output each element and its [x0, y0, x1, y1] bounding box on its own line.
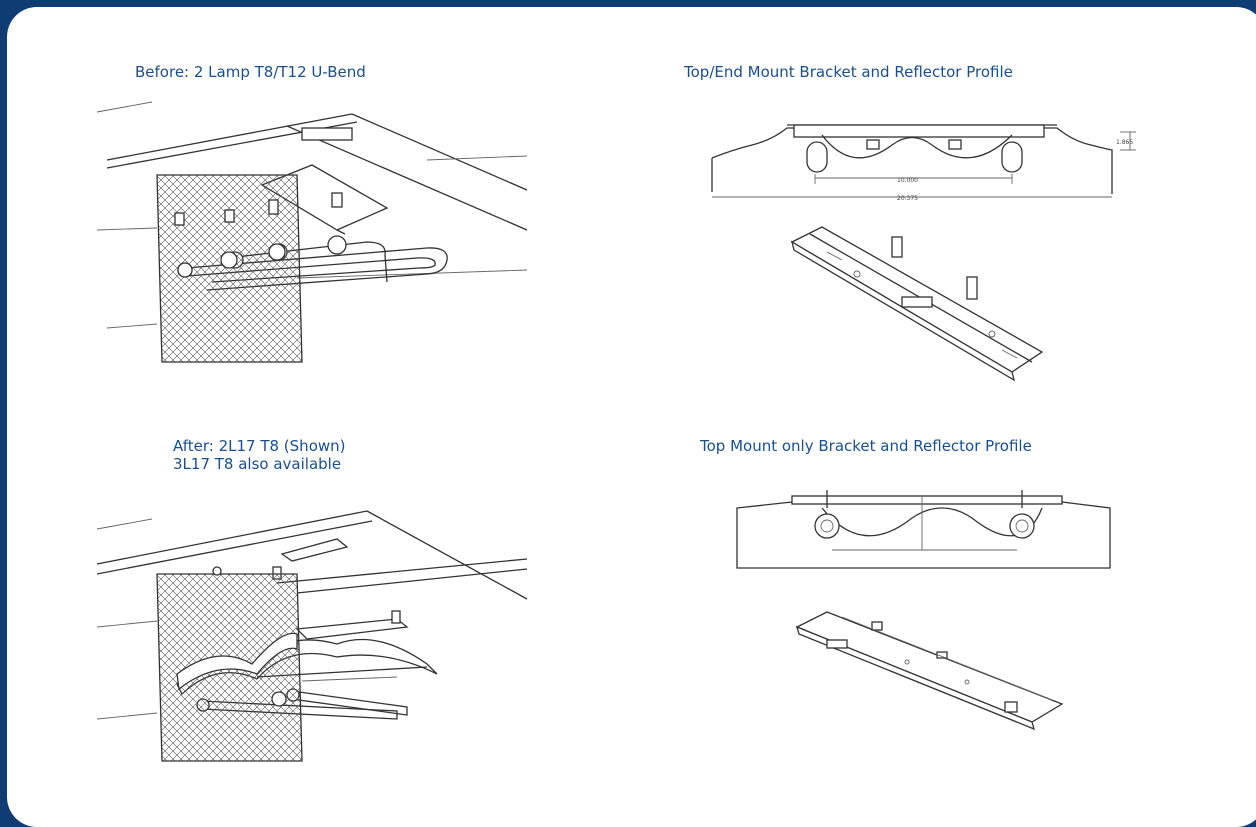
caption-before: Before: 2 Lamp T8/T12 U-Bend [135, 63, 366, 81]
caption-top-mount-only: Top Mount only Bracket and Reflector Pro… [700, 437, 1032, 455]
top-end-mount-bracket [790, 226, 1044, 382]
lamp-spacing-dim: 10.000 [897, 177, 918, 184]
diagram-card: Before: 2 Lamp T8/T12 U-Bend [7, 7, 1256, 827]
top-end-mount-reflector-profile: 10.000 20.375 1.865 [711, 124, 1136, 202]
caption-after-line2: 3L17 T8 also available [173, 455, 342, 473]
caption-top-end-mount: Top/End Mount Bracket and Reflector Prof… [684, 63, 1013, 81]
after-2l17-t8-retrofit-drawing [96, 510, 528, 762]
caption-after-line1: After: 2L17 T8 (Shown) [173, 437, 346, 455]
before-u-bend-fixture-drawing [96, 101, 528, 363]
overall-width-dim: 20.375 [897, 195, 918, 202]
top-mount-only-reflector-profile [736, 490, 1111, 569]
top-mount-only-bracket [795, 611, 1064, 731]
height-dim: 1.865 [1116, 139, 1133, 146]
